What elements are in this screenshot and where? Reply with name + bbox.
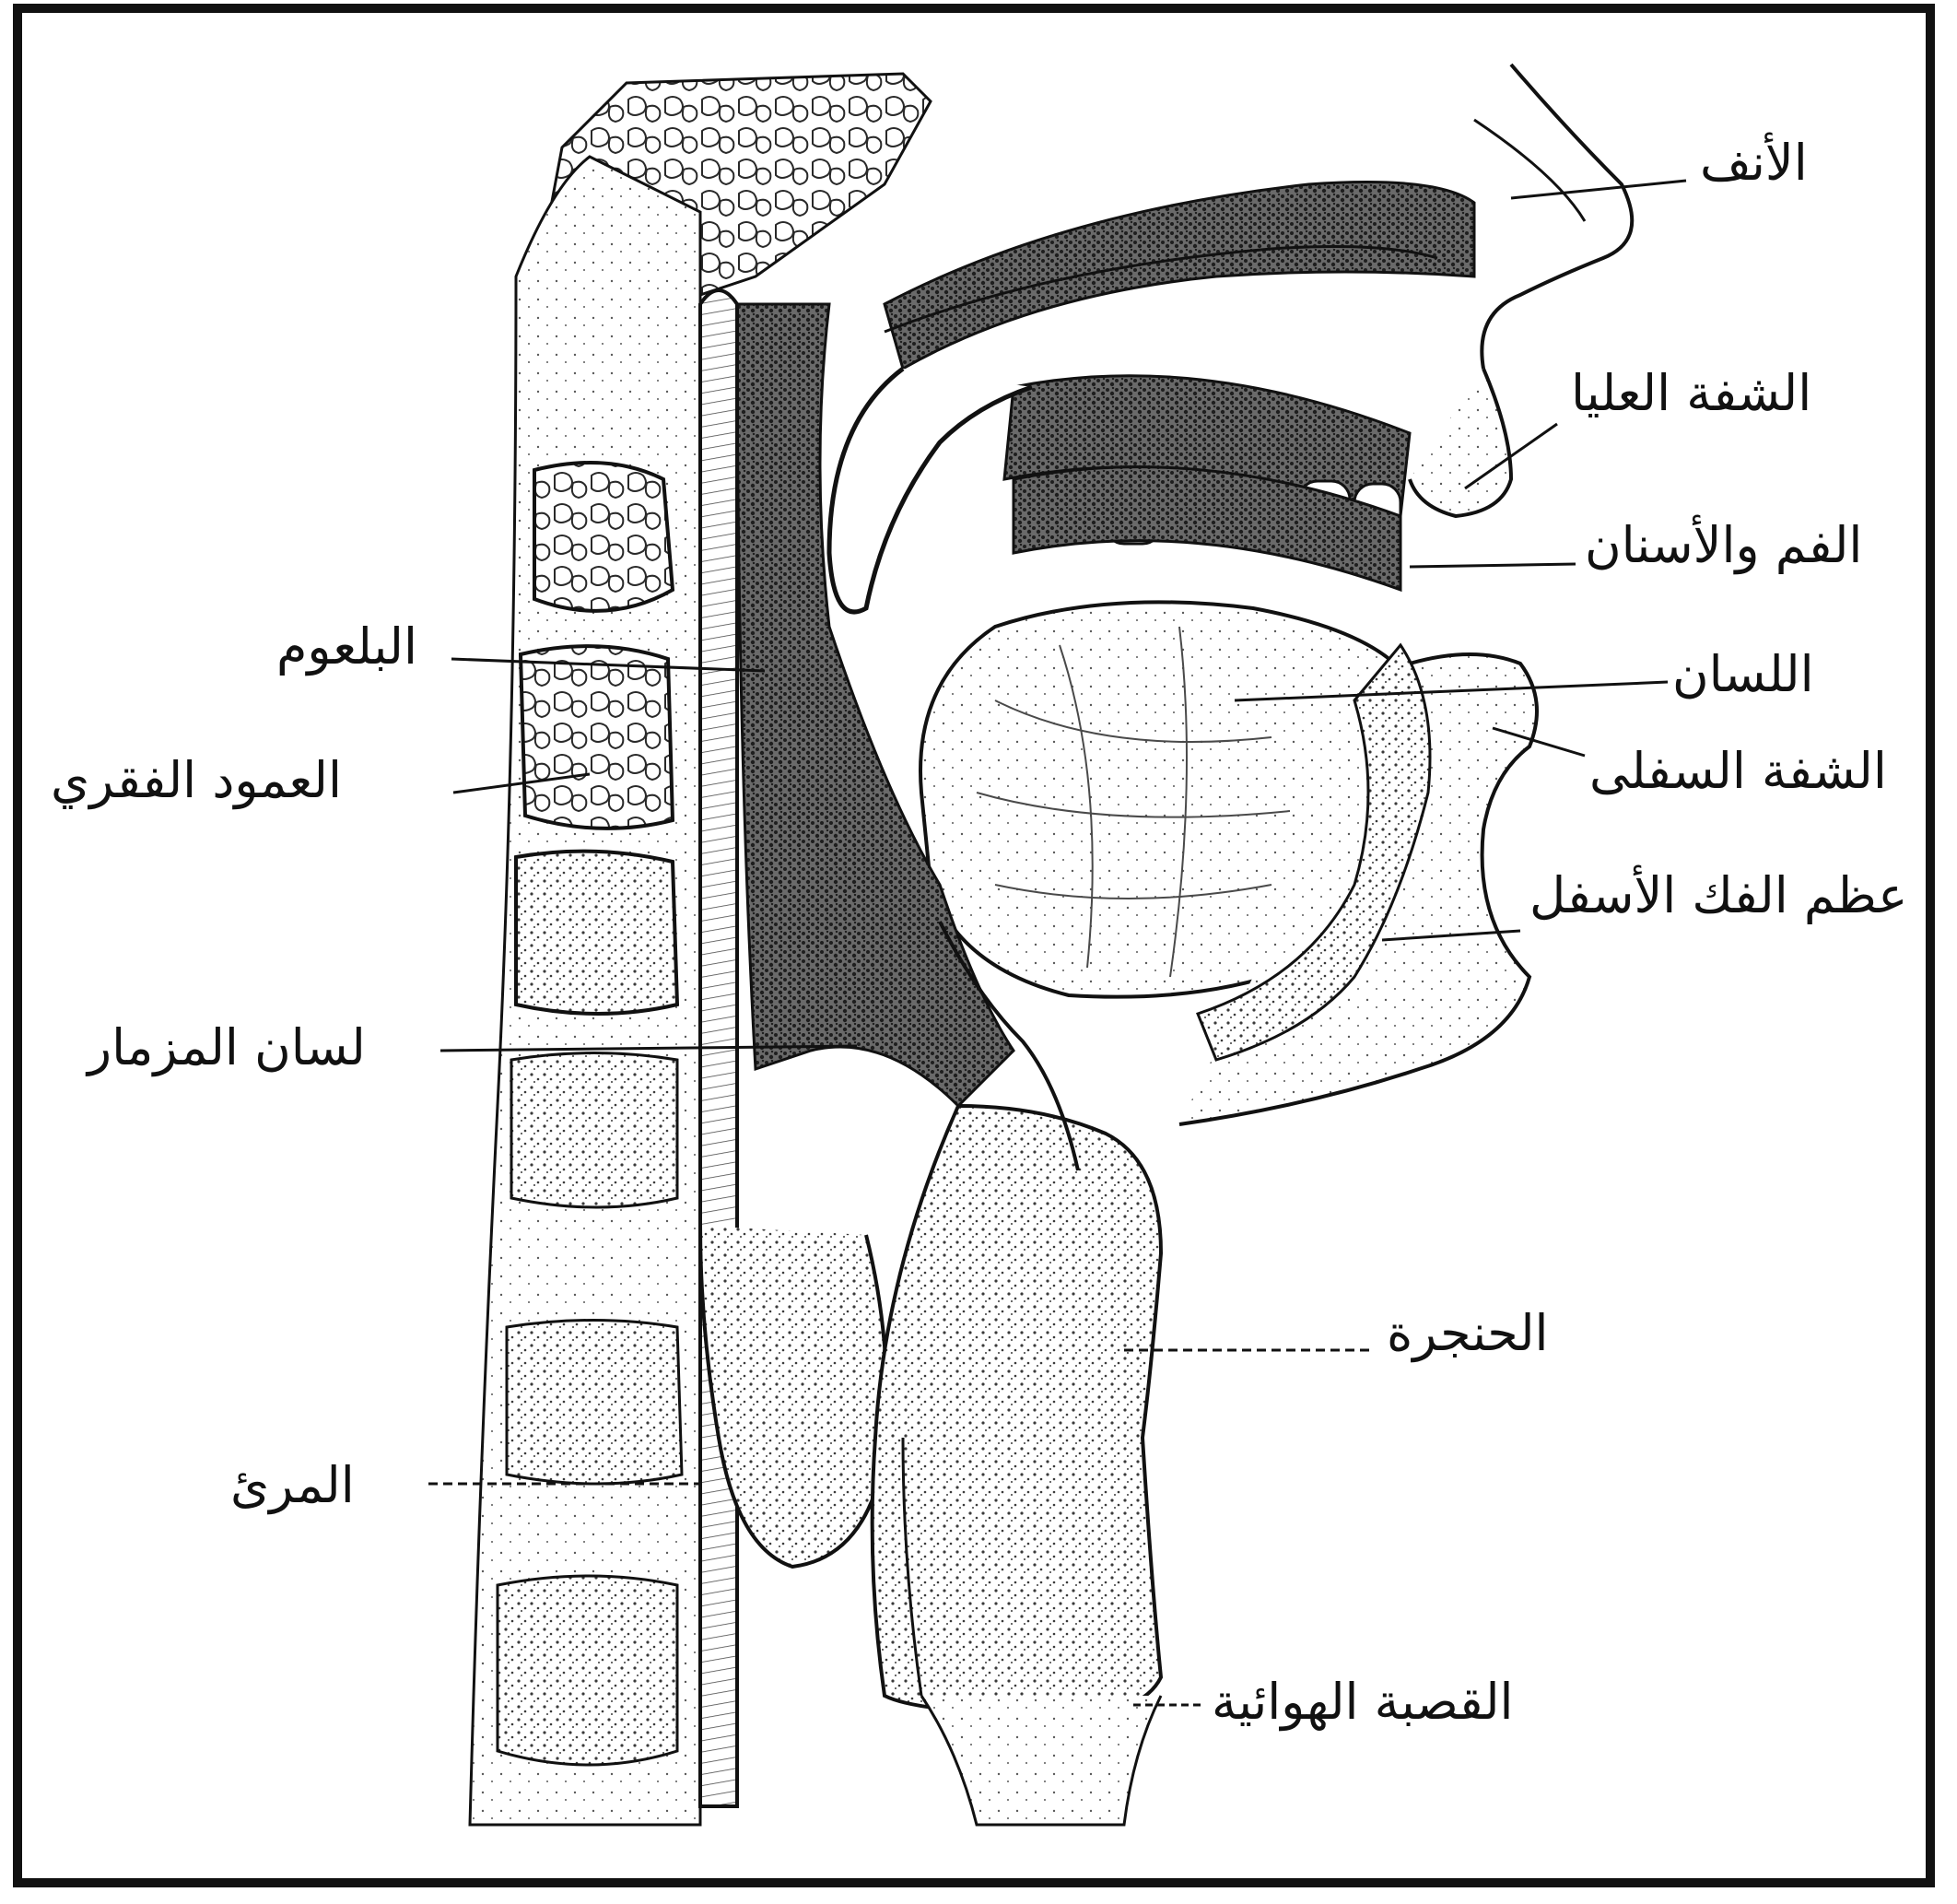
label-larynx: الحنجرة [1387,1309,1549,1358]
label-nose: الأنف [1700,138,1808,188]
label-lower-lip: الشفة السفلى [1589,746,1887,796]
larynx-shape [873,1106,1161,1714]
nasal-interior [1474,120,1585,221]
nose-outline [1482,65,1632,369]
leader-nose [1511,181,1686,198]
trachea-shape [921,1696,1161,1825]
hard-palate [885,182,1474,370]
label-mandible: عظم الفك الأسفل [1529,871,1907,921]
label-tongue: اللسان [1672,650,1814,699]
teeth-row [1004,376,1410,590]
vertebral-column [470,157,700,1825]
label-pharynx: البلعوم [276,622,417,672]
label-trachea: القصبة الهوائية [1212,1677,1514,1727]
label-mouth-teeth: الفم والأسنان [1585,521,1862,570]
soft-palate [829,369,1032,612]
upper-lip-shape [1410,369,1511,516]
label-upper-lip: الشفة العليا [1571,369,1811,418]
label-esophagus: المرئ [230,1461,355,1510]
label-spine: العمود الفقري [51,756,342,805]
label-epiglottis: لسان المزمار [88,1023,366,1073]
leader-mouth-teeth [1410,564,1576,567]
